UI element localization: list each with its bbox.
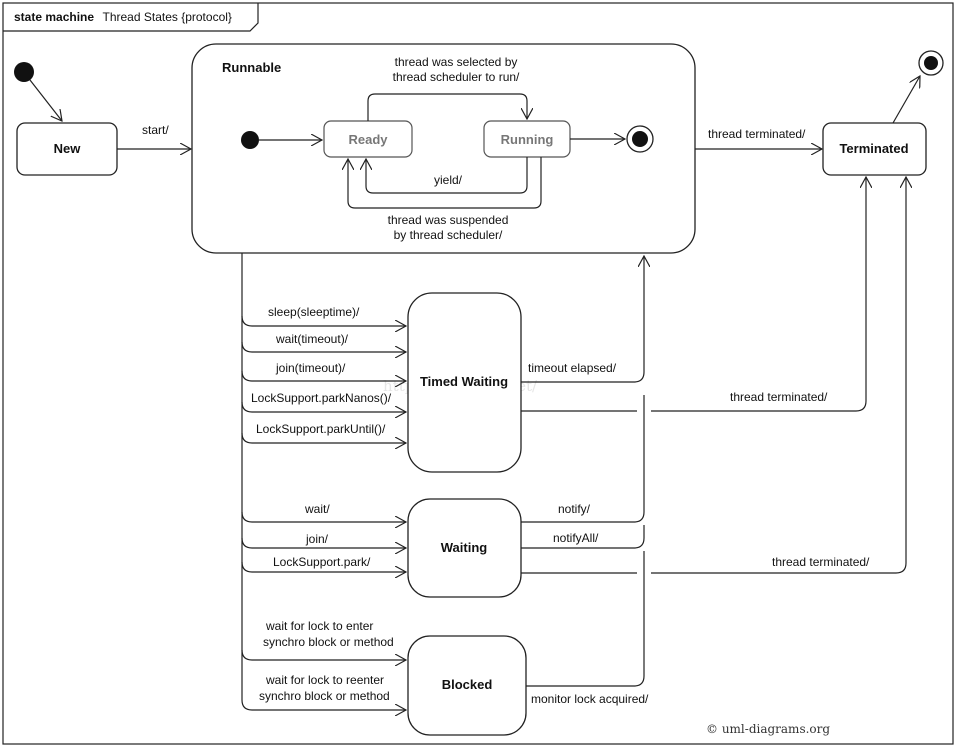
timeout-elapsed-arrow — [521, 256, 644, 383]
lock-reenter-label-line2: synchro block or method — [259, 689, 390, 703]
lock-enter-label-line1: wait for lock to enter — [265, 619, 373, 633]
wait-timeout-transition-arrow — [241, 341, 406, 352]
initial-to-new-arrow — [29, 79, 62, 121]
timed-terminated-arrow — [521, 177, 866, 412]
suspended-label-line1: thread was suspended — [388, 213, 509, 227]
park-transition-arrow — [241, 561, 406, 572]
sleep-transition-arrow — [241, 315, 406, 326]
copyright-text: © uml-diagrams.org — [706, 722, 830, 736]
join-transition-label: join/ — [305, 532, 329, 546]
timed-terminated-label: thread terminated/ — [730, 390, 828, 404]
suspended-label-line2: by thread scheduler/ — [394, 228, 503, 242]
park-until-transition-label: LockSupport.parkUntil()/ — [256, 422, 386, 436]
frame-keyword: state machine — [14, 10, 94, 24]
start-transition-label: start/ — [142, 123, 169, 137]
terminated-to-final-arrow — [892, 76, 920, 124]
join-transition-arrow — [241, 537, 406, 548]
join-timeout-transition-label: join(timeout)/ — [275, 361, 346, 375]
selected-label-line2: thread scheduler to run/ — [393, 70, 520, 84]
notify-all-arrow — [521, 525, 645, 549]
runnable-final-state-dot — [632, 131, 648, 147]
lock-reenter-transition-arrow — [241, 699, 406, 710]
notify-arrow — [521, 395, 645, 523]
state-waiting-label: Waiting — [441, 540, 488, 555]
selected-label-line1: thread was selected by — [395, 55, 518, 69]
timeout-elapsed-label: timeout elapsed/ — [528, 361, 617, 375]
park-until-transition-arrow — [241, 432, 406, 443]
waiting-terminated-arrow — [521, 177, 906, 574]
park-nanos-transition-arrow — [241, 401, 406, 412]
state-ready-label: Ready — [348, 132, 388, 147]
join-timeout-transition-arrow — [241, 370, 406, 381]
wait-timeout-transition-label: wait(timeout)/ — [275, 332, 349, 346]
lock-reenter-label-line1: wait for lock to reenter — [265, 673, 384, 687]
waiting-terminated-label: thread terminated/ — [772, 555, 870, 569]
frame-heading: state machine Thread States {protocol} — [14, 8, 232, 25]
park-transition-label: LockSupport.park/ — [273, 555, 371, 569]
state-timed-waiting-label: Timed Waiting — [420, 374, 508, 389]
runnable-terminated-label: thread terminated/ — [708, 127, 806, 141]
final-state-dot — [924, 56, 938, 70]
notify-all-label: notifyAll/ — [553, 531, 599, 545]
wait-transition-label: wait/ — [304, 502, 330, 516]
monitor-acquired-label: monitor lock acquired/ — [531, 692, 649, 706]
frame-tab — [3, 3, 259, 32]
lock-enter-transition-arrow — [241, 649, 406, 660]
wait-transition-arrow — [241, 511, 406, 522]
yield-label: yield/ — [434, 173, 463, 187]
lock-enter-label-line2: synchro block or method — [263, 635, 394, 649]
state-runnable-label: Runnable — [222, 60, 281, 75]
park-nanos-transition-label: LockSupport.parkNanos()/ — [251, 391, 392, 405]
state-blocked-label: Blocked — [442, 677, 493, 692]
notify-label: notify/ — [558, 502, 591, 516]
state-running-label: Running — [501, 132, 554, 147]
monitor-acquired-arrow — [526, 551, 645, 687]
selected-transition-arrow — [367, 93, 527, 121]
suspended-transition-arrow — [348, 157, 542, 209]
yield-transition-arrow — [366, 157, 528, 194]
state-terminated-label: Terminated — [839, 141, 908, 156]
frame-name: Thread States {protocol} — [103, 10, 232, 24]
runnable-initial-state[interactable] — [241, 131, 259, 149]
initial-state[interactable] — [14, 62, 34, 82]
state-new-label: New — [54, 141, 82, 156]
sleep-transition-label: sleep(sleeptime)/ — [268, 305, 360, 319]
